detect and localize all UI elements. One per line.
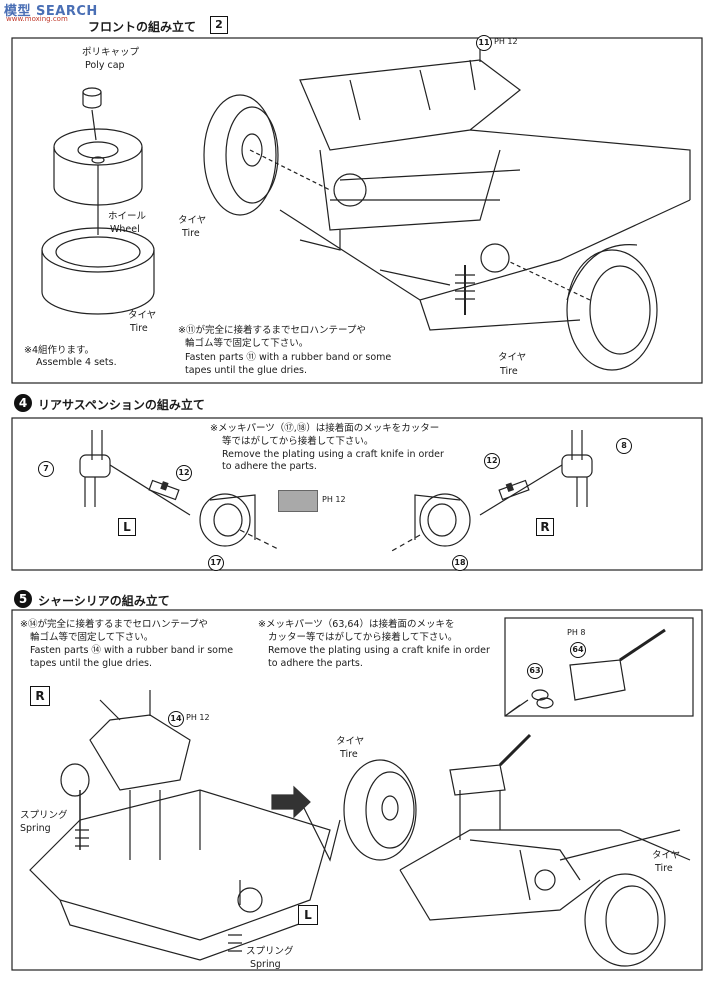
tire-label-jp-3: タイヤ [498,352,527,363]
spring-label-jp-2: スプリング [246,946,294,957]
watermark-url: www.moxing.com [6,15,68,23]
step4-note-jp2: 等ではがしてから接着して下さい。 [222,436,374,447]
plating-swatch [278,490,318,512]
step5-number: 5 [14,590,32,608]
step4-frame [11,417,703,571]
wheel-label-jp: ホイール [108,211,147,222]
step4-right-label: R [536,518,554,536]
part-14-ref: PH 12 [186,713,210,722]
part-11-marker: 11 [476,35,492,51]
step5-inset-frame [504,617,694,717]
step4-title: リアサスペンションの組み立て [38,398,205,412]
step4-note-en1: Remove the plating using a craft knife i… [222,449,444,460]
step4-left-label: L [118,518,136,536]
wheel-label-en: Wheel [110,224,140,235]
step4-note-jp1: ※メッキパーツ（⑰,⑱）は接着面のメッキをカッター [210,423,440,434]
spring-label-en-2: Spring [250,959,281,970]
step5-note2-jp2: カッター等ではがしてから接着して下さい。 [268,632,458,643]
part-12b-marker: 12 [484,453,500,469]
part-17-marker: 17 [208,555,224,571]
step5-r-label: R [30,686,50,706]
tire-label-jp-5: タイヤ [652,850,681,861]
part-64-ref: PH 8 [567,628,586,637]
assemble-note-en: Assemble 4 sets. [36,357,117,368]
part-12a-marker: 12 [176,465,192,481]
step4-ref: PH 12 [322,495,346,504]
step5-note1-en1: Fasten parts ⑭ with a rubber band ir som… [30,645,234,656]
tire-label-jp-2: タイヤ [178,215,207,226]
watermark-site: 模型 SEARCH [4,4,98,19]
step5-note1-jp2: 輪ゴム等で固定して下さい。 [30,632,154,643]
tire-label-en-5: Tire [655,863,673,874]
polycap-label-jp: ポリキャップ [82,47,140,58]
step5-frame [11,609,703,971]
tire-label-en-3: Tire [500,366,518,377]
step5-note1-en2: tapes until the glue dries. [30,658,153,669]
part-64-marker: 64 [570,642,586,658]
step5-note2-jp1: ※メッキパーツ（63,64）は接着面のメッキを [258,619,455,630]
step5-note1-jp1: ※⑭が完全に接着するまでセロハンテープや [20,619,208,630]
step3-title: フロントの組み立て [88,20,197,34]
tire-label-en-2: Tire [182,228,200,239]
tire-label-jp-4: タイヤ [336,736,365,747]
polycap-label-en: Poly cap [85,60,125,71]
part-63-marker: 63 [527,663,543,679]
part-11-ref: PH 12 [494,37,518,46]
tire-label-jp-1: タイヤ [128,310,157,321]
spring-label-jp-1: スプリング [20,810,68,821]
step4-note-en2: to adhere the parts. [222,461,317,472]
tire-label-en-4: Tire [340,749,358,760]
assemble-note-jp: ※4組作ります。 [24,345,95,356]
spring-label-en-1: Spring [20,823,51,834]
tire-label-en-1: Tire [130,323,148,334]
step3-frame [11,37,703,384]
part-18-marker: 18 [452,555,468,571]
step5-note2-en2: to adhere the parts. [268,658,363,669]
step3-page-ref: 2 [210,16,228,34]
step4-number: 4 [14,394,32,412]
part-7-marker: 7 [38,461,54,477]
step3-note-jp2: 輪ゴム等で固定して下さい。 [185,338,309,349]
step3-note-en2: tapes until the glue dries. [185,365,308,376]
part-14-marker: 14 [168,711,184,727]
step5-title: シャーシリアの組み立て [38,594,170,608]
step5-note2-en1: Remove the plating using a craft knife i… [268,645,490,656]
step3-note-jp1: ※⑪が完全に接着するまでセロハンテープや [178,325,366,336]
part-8-marker: 8 [616,438,632,454]
step3-note-en1: Fasten parts ⑪ with a rubber band or som… [185,352,392,363]
step5-l-label: L [298,905,318,925]
